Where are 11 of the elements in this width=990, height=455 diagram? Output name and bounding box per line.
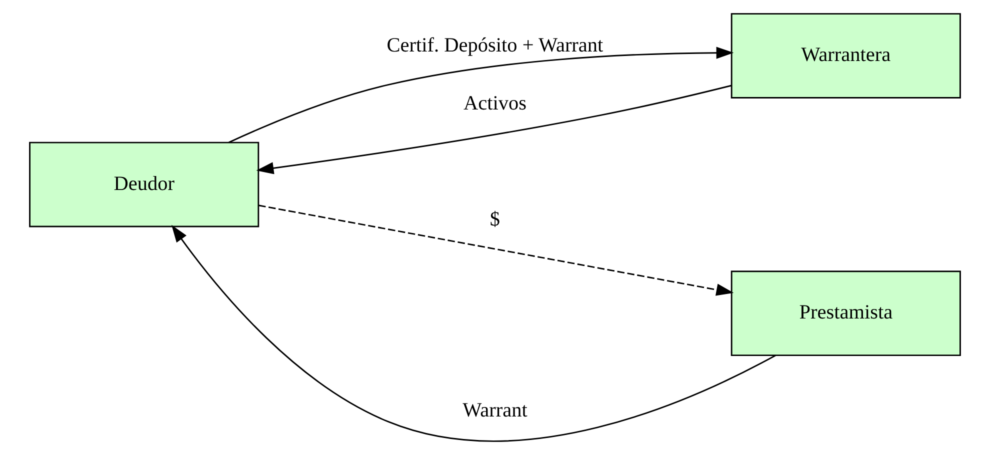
node-box: Deudor [29,142,260,228]
edge-label: Warrant [462,399,528,422]
arrow [258,204,734,296]
arrow [171,224,776,442]
node-box: Warrantera [730,13,961,98]
edge-label: $ [490,208,500,230]
node-box: Prestamista [730,270,961,356]
arrow [256,84,732,174]
arrow [228,46,734,144]
edge-label: Certif. Depósito + Warrant [386,34,604,57]
edge-label: Activos [464,92,526,115]
